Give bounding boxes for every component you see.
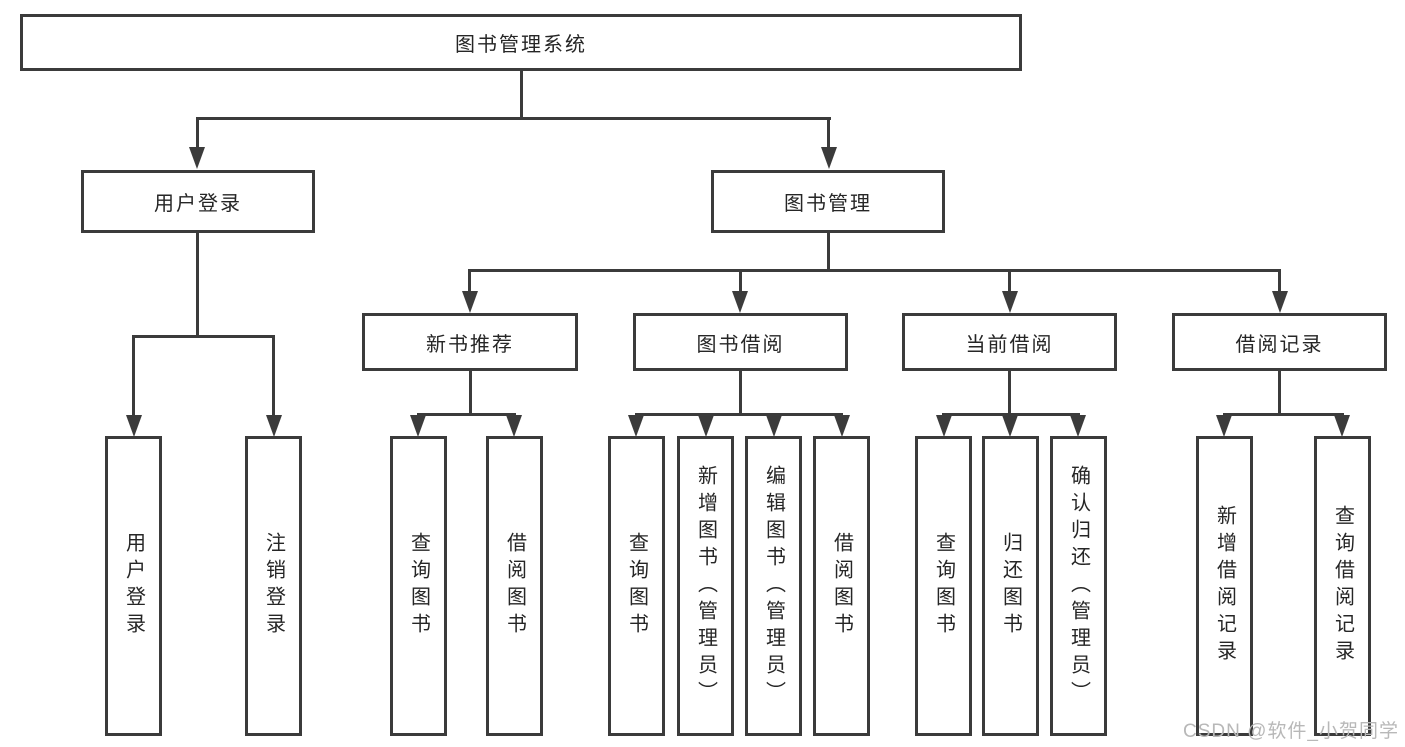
connector-drop-book-borrow [739, 269, 742, 293]
leaf-query-books-1: 查询图书 [390, 436, 447, 736]
node-borrow-records-label: 借阅记录 [1235, 333, 1324, 356]
node-current-borrow-label: 当前借阅 [965, 333, 1054, 356]
leaf-borrow-books-1: 借阅图书 [486, 436, 543, 736]
arrow-to-current-borrow-icon [1002, 291, 1018, 313]
leaf-edit-book-admin-label: 编辑图书（管理员） [762, 464, 785, 708]
node-root-label: 图书管理系统 [455, 34, 587, 56]
connector-current-borrow-stem [1008, 371, 1011, 416]
leaf-add-book-admin: 新增图书（管理员） [677, 436, 734, 736]
leaf-query-books-3-label: 查询图书 [932, 532, 955, 640]
connector-borrow-records-stem [1278, 371, 1281, 416]
arrow-to-book-borrow-icon [732, 291, 748, 313]
connector-user-login-stem [196, 233, 199, 338]
node-root-library-system: 图书管理系统 [20, 14, 1022, 71]
arrow-to-leaf-confirm-return-icon [1070, 415, 1086, 437]
arrow-to-leaf-borrow-books-2-icon [834, 415, 850, 437]
connector-root-branch-line [196, 117, 831, 120]
connector-user-login-branch-line [132, 335, 275, 338]
arrow-to-borrow-records-icon [1272, 291, 1288, 313]
node-new-books-label: 新书推荐 [426, 333, 514, 356]
arrow-to-leaf-query-books-2-icon [628, 415, 644, 437]
connector-borrow-records-branch-line [1223, 413, 1344, 416]
leaf-user-login: 用户登录 [105, 436, 162, 736]
arrow-to-leaf-query-books-1-icon [410, 415, 426, 437]
connector-book-mgmt-branch-line [468, 269, 1281, 272]
arrow-to-leaf-add-record-icon [1216, 415, 1232, 437]
leaf-query-borrow-record: 查询借阅记录 [1314, 436, 1371, 736]
connector-drop-leaf-login [132, 335, 135, 417]
leaf-edit-book-admin: 编辑图书（管理员） [745, 436, 802, 736]
leaf-borrow-books-2: 借阅图书 [813, 436, 870, 736]
leaf-query-books-2-label: 查询图书 [625, 532, 648, 640]
arrow-to-leaf-logout-icon [266, 415, 282, 437]
connector-drop-borrow-records [1278, 269, 1281, 293]
leaf-logout: 注销登录 [245, 436, 302, 736]
node-borrow-records: 借阅记录 [1172, 313, 1387, 371]
node-book-borrow-label: 图书借阅 [696, 333, 785, 356]
leaf-borrow-books-2-label: 借阅图书 [830, 532, 853, 640]
leaf-logout-label: 注销登录 [262, 532, 285, 640]
node-user-login-branch: 用户登录 [81, 170, 315, 233]
connector-book-borrow-stem [739, 371, 742, 416]
connector-current-borrow-branch-line [942, 413, 1080, 416]
arrow-to-leaf-query-record-icon [1334, 415, 1350, 437]
arrow-to-leaf-query-books-3-icon [936, 415, 952, 437]
node-current-borrow: 当前借阅 [902, 313, 1117, 371]
connector-book-borrow-branch-line [635, 413, 843, 416]
node-user-login-label: 用户登录 [154, 193, 242, 215]
leaf-user-login-label: 用户登录 [122, 532, 145, 640]
arrow-to-leaf-login-icon [126, 415, 142, 437]
connector-root-stem [520, 71, 523, 119]
leaf-add-borrow-record: 新增借阅记录 [1196, 436, 1253, 736]
leaf-borrow-books-1-label: 借阅图书 [503, 532, 526, 640]
node-book-borrow: 图书借阅 [633, 313, 848, 371]
connector-drop-leaf-logout [272, 335, 275, 417]
csdn-watermark: CSDN @软件_小贺同学 [1183, 721, 1399, 742]
leaf-return-book-label: 归还图书 [999, 532, 1022, 640]
leaf-add-borrow-record-label: 新增借阅记录 [1213, 505, 1236, 667]
leaf-query-books-3: 查询图书 [915, 436, 972, 736]
arrow-to-new-books-icon [462, 291, 478, 313]
node-new-books: 新书推荐 [362, 313, 578, 371]
arrow-to-book-mgmt-icon [821, 147, 837, 169]
leaf-return-book: 归还图书 [982, 436, 1039, 736]
arrow-to-leaf-borrow-books-1-icon [506, 415, 522, 437]
connector-drop-user-login [196, 117, 199, 149]
node-book-mgmt-branch: 图书管理 [711, 170, 945, 233]
arrow-to-leaf-return-book-icon [1002, 415, 1018, 437]
arrow-to-user-login-icon [189, 147, 205, 169]
leaf-confirm-return-admin-label: 确认归还（管理员） [1067, 464, 1090, 708]
connector-new-books-branch-line [417, 413, 516, 416]
leaf-query-borrow-record-label: 查询借阅记录 [1331, 505, 1354, 667]
arrow-to-leaf-edit-book-icon [766, 415, 782, 437]
arrow-to-leaf-add-book-icon [698, 415, 714, 437]
leaf-query-books-1-label: 查询图书 [407, 532, 430, 640]
node-book-mgmt-label: 图书管理 [784, 193, 872, 215]
connector-drop-new-books [468, 269, 471, 293]
leaf-query-books-2: 查询图书 [608, 436, 665, 736]
connector-book-mgmt-stem [827, 233, 830, 271]
connector-drop-book-mgmt [827, 117, 830, 149]
leaf-add-book-admin-label: 新增图书（管理员） [694, 464, 717, 708]
leaf-confirm-return-admin: 确认归还（管理员） [1050, 436, 1107, 736]
connector-drop-current-borrow [1008, 269, 1011, 293]
connector-new-books-stem [469, 371, 472, 416]
